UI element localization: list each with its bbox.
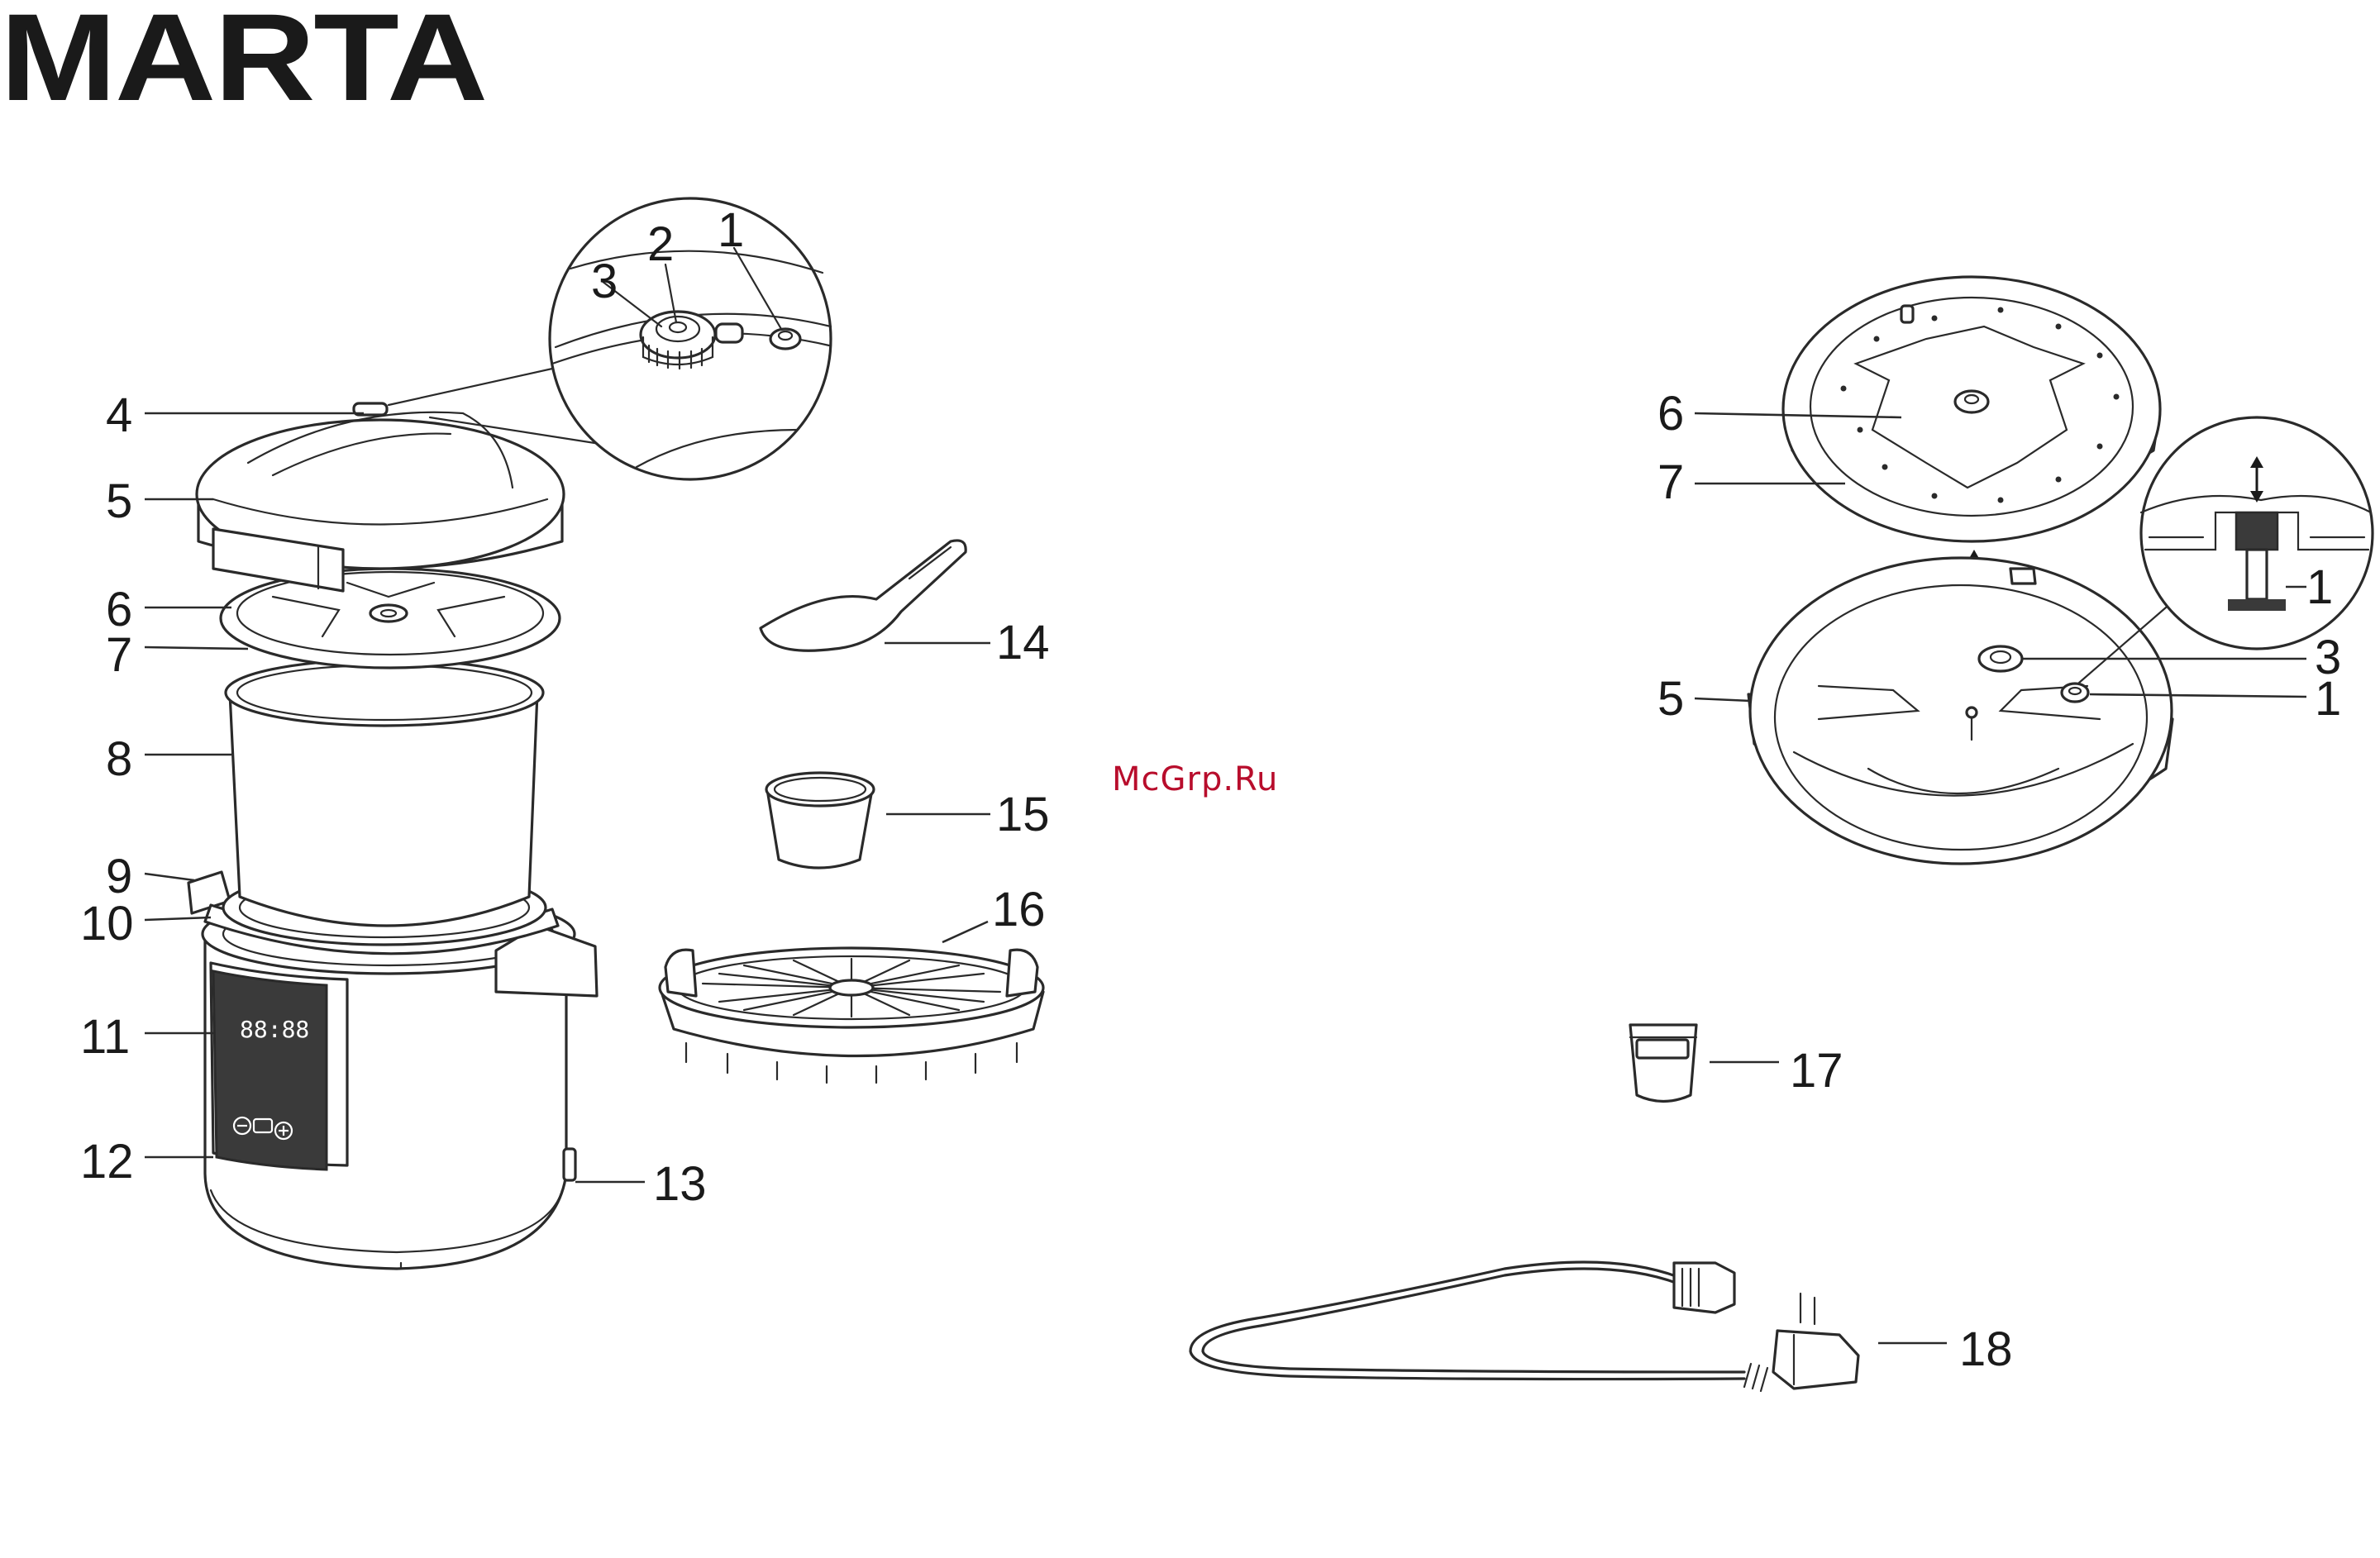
- power-cord: 18: [1190, 1262, 2013, 1391]
- label-4: 4: [106, 388, 132, 442]
- display-digits: 88:88: [240, 1016, 309, 1043]
- rice-spoon: 14: [761, 541, 1050, 669]
- condensate-collector: 17: [1630, 1025, 1843, 1102]
- label-1-inset: 1: [2306, 560, 2333, 614]
- label-7-detail: 7: [1657, 455, 1684, 509]
- removable-inner-lid: [1783, 277, 2160, 541]
- label-1: 1: [718, 203, 744, 257]
- label-7: 7: [106, 628, 132, 682]
- label-11: 11: [80, 1010, 130, 1064]
- label-12: 12: [80, 1135, 134, 1189]
- label-16: 16: [992, 883, 1046, 936]
- label-8: 8: [106, 732, 132, 786]
- multicooker-drawing: 88:88: [80, 198, 831, 1269]
- inner-lid: [221, 569, 560, 668]
- label-15: 15: [996, 788, 1050, 841]
- label-6-detail: 6: [1657, 387, 1684, 441]
- measuring-cup: 15: [766, 773, 1050, 868]
- label-10: 10: [80, 897, 134, 951]
- control-panel: 88:88: [211, 963, 347, 1170]
- accessories: 14 15 16: [660, 541, 1050, 1083]
- label-5-detail: 5: [1657, 672, 1684, 726]
- label-14: 14: [996, 616, 1050, 669]
- label-2: 2: [647, 217, 674, 271]
- label-18: 18: [1959, 1322, 2013, 1376]
- label-13: 13: [653, 1157, 707, 1211]
- steamer-basket: 16: [660, 883, 1046, 1083]
- label-17: 17: [1790, 1044, 1843, 1098]
- lid-detail-drawing: 6 7 5 1 3 1: [1657, 277, 2373, 864]
- label-5: 5: [106, 474, 132, 528]
- outer-lid: [197, 403, 564, 591]
- inner-bowl: [226, 660, 543, 926]
- label-9: 9: [106, 850, 132, 903]
- outer-lid-underside: [1748, 558, 2173, 864]
- label-3: 3: [591, 255, 618, 308]
- label-1-detail: 1: [2315, 672, 2341, 726]
